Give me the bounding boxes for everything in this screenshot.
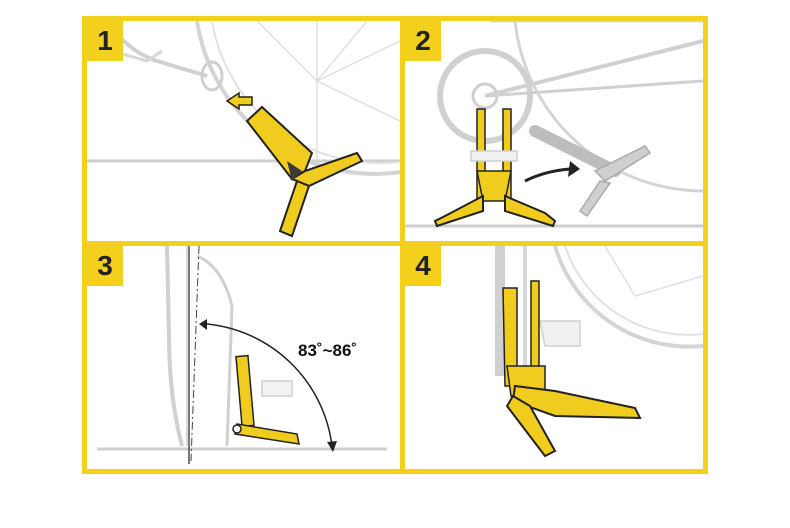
step-number-1: 1 <box>87 21 123 61</box>
panel-step-1: 1 <box>87 21 400 241</box>
step-4-illustration <box>495 246 703 458</box>
grid-divider-vertical <box>400 16 405 474</box>
step-number-4: 4 <box>405 246 441 286</box>
panel-step-3: 3 83˚~86˚ <box>87 246 400 469</box>
angle-label: 83˚~86˚ <box>298 341 358 360</box>
step-number-2: 2 <box>405 21 441 61</box>
step-2-illustration <box>405 21 703 228</box>
panel-step-2: 2 <box>405 21 703 241</box>
grid-divider-horizontal <box>82 241 708 246</box>
step-number-3: 3 <box>87 246 123 286</box>
step-3-illustration <box>97 246 387 464</box>
step-1-illustration <box>87 21 400 238</box>
panel-step-4: 4 <box>405 246 703 469</box>
